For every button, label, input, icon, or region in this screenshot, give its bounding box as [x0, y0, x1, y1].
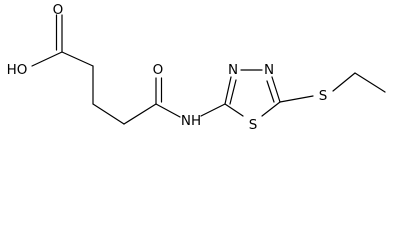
atom-o-acid-carbonyl: O: [53, 2, 64, 18]
bond-ring-s1-c2: [224, 103, 244, 117]
bond-thioether-s-ch2: [332, 72, 356, 92]
bond-amide-c-n: [155, 103, 181, 118]
atom-ring-s: S: [249, 117, 258, 133]
bond-ring-n4-c5-double-2: [266, 80, 275, 103]
bond-ring-c5-s1: [261, 101, 281, 117]
bond-ring-n4-c5-double-1: [271, 76, 281, 103]
structural-formula-diagram: O HO O NH N N S S: [7, 2, 386, 133]
atom-thioether-s: S: [319, 88, 328, 104]
bond-ring-c2-n3-double-1: [224, 76, 232, 105]
atom-ring-n-right: N: [264, 62, 274, 78]
bond-chain-4: [123, 103, 157, 125]
atom-amide-nh: NH: [181, 113, 201, 129]
atom-hydroxyl: HO: [7, 62, 28, 78]
bond-chain-3: [92, 103, 125, 125]
bond-nh-ring-c: [200, 103, 226, 117]
atom-ring-n-left: N: [228, 62, 238, 78]
atom-o-amide-carbonyl: O: [153, 62, 164, 78]
bond-acid-c-oh: [31, 51, 63, 67]
bond-ethyl-c-c: [354, 72, 386, 93]
bond-chain-1: [61, 51, 94, 67]
bond-ring-c2-n3-double-2: [229, 79, 237, 105]
bond-ring-c5-thioether-s: [279, 95, 314, 103]
